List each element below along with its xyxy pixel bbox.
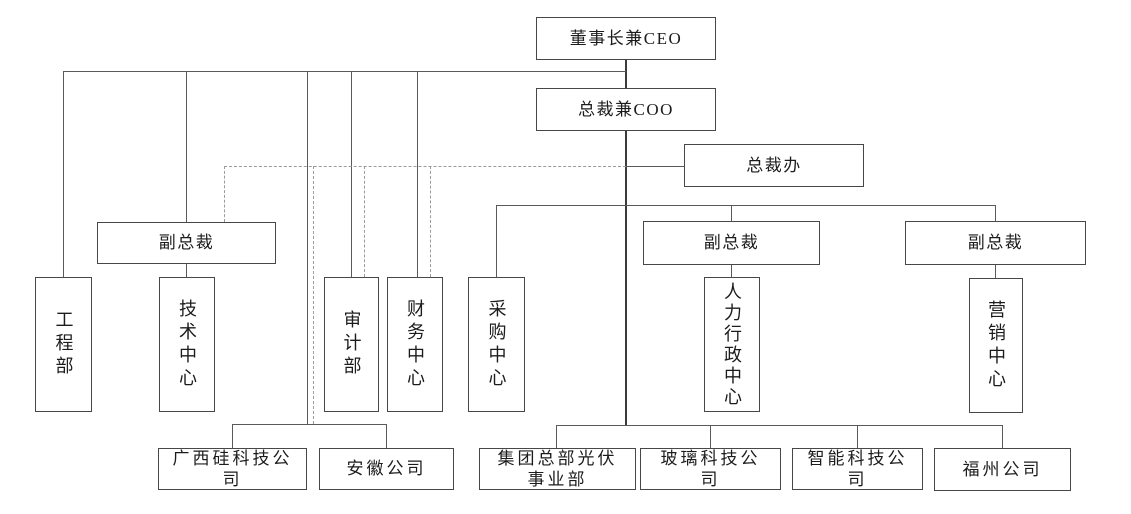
node-fuzhou-company: 福州公司	[934, 448, 1071, 491]
node-label: 副总裁	[967, 233, 1024, 253]
node-smart-tech: 智能科技公司	[792, 448, 923, 490]
node-vp-middle: 副总裁	[643, 221, 820, 265]
node-label: 人力行政中心	[722, 281, 742, 408]
node-label: 营销中心	[986, 299, 1006, 392]
line-drop-procurement	[496, 205, 497, 277]
line-drop-glass	[710, 425, 711, 448]
line-spine	[625, 131, 627, 425]
line-drop-vp-middle	[731, 205, 732, 221]
line-bottom-left-branch	[232, 424, 387, 425]
line-drop-guangxi	[232, 424, 233, 448]
node-label: 副总裁	[703, 233, 760, 253]
node-label: 审计部	[341, 310, 362, 379]
node-vp-right: 副总裁	[905, 221, 1086, 265]
node-vp-left: 副总裁	[97, 222, 276, 264]
node-engineering-dept: 工程部	[35, 277, 92, 412]
line-drop-fuzhou	[1002, 425, 1003, 448]
dashed-drop-vp-left	[224, 166, 225, 222]
node-procurement-center: 采购中心	[468, 277, 525, 412]
line-drop-group-pv	[556, 425, 557, 448]
node-label: 安徽公司	[346, 459, 427, 479]
node-president-office: 总裁办	[684, 144, 864, 187]
node-label: 总裁兼COO	[578, 99, 674, 119]
line-drop-smart	[857, 425, 858, 448]
node-guangxi-silicon: 广西硅科技公司	[158, 448, 307, 490]
line-office-link	[626, 166, 684, 167]
line-drop-engineering	[63, 71, 64, 277]
node-label: 工程部	[53, 310, 74, 379]
line-vp-right-to-marketing	[995, 265, 996, 279]
node-president-coo: 总裁兼COO	[536, 88, 716, 131]
node-label: 玻璃科技公司	[660, 448, 761, 489]
node-finance-center: 财务中心	[387, 277, 443, 412]
line-top-branch	[63, 71, 626, 72]
node-label: 财务中心	[405, 298, 425, 391]
node-audit-dept: 审计部	[324, 277, 379, 412]
line-drop-audit	[351, 71, 352, 277]
line-vp-mid-to-hr	[731, 265, 732, 277]
line-drop-vp-left	[186, 71, 187, 222]
line-drop-vp-right	[995, 205, 996, 221]
node-label: 副总裁	[158, 233, 215, 253]
node-hr-admin-center: 人力行政中心	[704, 277, 760, 412]
node-anhui-company: 安徽公司	[319, 448, 454, 490]
node-marketing-center: 营销中心	[969, 278, 1023, 413]
node-label: 总裁办	[746, 155, 802, 175]
line-vp-left-to-tech	[186, 264, 187, 277]
node-chairman-ceo: 董事长兼CEO	[536, 17, 716, 60]
line-bottom-center-branch	[556, 425, 1003, 426]
line-drop-anhui	[386, 424, 387, 448]
node-label: 董事长兼CEO	[569, 28, 683, 48]
line-left-long-drop	[307, 71, 308, 424]
node-technology-center: 技术中心	[159, 277, 215, 412]
dashed-drop-audit	[364, 166, 365, 277]
node-glass-tech: 玻璃科技公司	[640, 448, 781, 490]
node-label: 采购中心	[486, 298, 507, 391]
node-group-pv-division: 集团总部光伏事业部	[479, 448, 636, 490]
dashed-left-long-drop	[313, 166, 314, 424]
line-drop-finance	[417, 71, 418, 277]
dashed-branch	[224, 166, 626, 167]
dashed-drop-finance	[430, 166, 431, 277]
node-label: 广西硅科技公司	[172, 448, 293, 489]
node-label: 技术中心	[177, 298, 197, 391]
node-label: 智能科技公司	[807, 448, 908, 489]
node-label: 福州公司	[962, 459, 1043, 479]
line-ceo-to-coo	[625, 59, 627, 88]
node-label: 集团总部光伏事业部	[497, 448, 618, 489]
line-level2-branch	[496, 205, 996, 206]
